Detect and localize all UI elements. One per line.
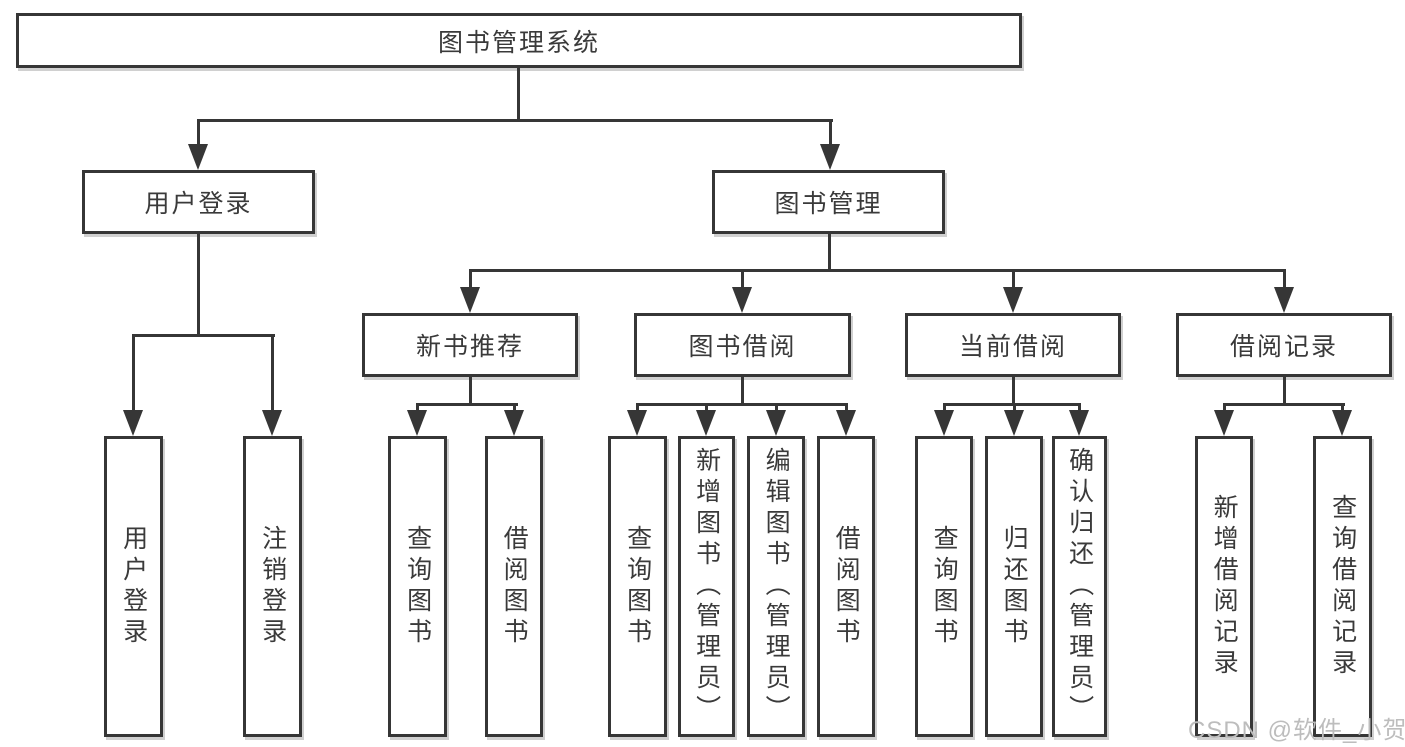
leaf-label: 归还图书	[1000, 524, 1029, 649]
edge-line	[469, 376, 472, 406]
edge-line	[828, 234, 831, 272]
leaf-query-books-borrow: 查询图书	[608, 436, 667, 737]
node-user-login: 用户登录	[82, 170, 315, 234]
edge-line	[469, 269, 472, 295]
edge-line	[636, 403, 639, 415]
arrowhead-icon	[188, 144, 208, 170]
node-borrow-records: 借阅记录	[1176, 313, 1392, 377]
node-label: 新书推荐	[415, 333, 524, 361]
watermark-text: CSDN @软件_小贺同学	[1188, 717, 1405, 744]
node-label: 图书借阅	[688, 333, 797, 361]
arrowhead-icon	[407, 410, 427, 436]
leaf-query-borrow-record: 查询借阅记录	[1313, 436, 1372, 737]
edge-line	[513, 403, 516, 415]
node-book-management: 图书管理	[712, 170, 945, 234]
arrowhead-icon	[1214, 410, 1234, 436]
node-label: 用户登录	[144, 190, 253, 218]
arrowhead-icon	[262, 410, 282, 436]
edge-line	[1223, 403, 1226, 415]
arrowhead-icon	[820, 144, 840, 170]
leaf-label: 用户登录	[119, 524, 148, 649]
arrowhead-icon	[627, 410, 647, 436]
leaf-label: 新增借阅记录	[1210, 493, 1239, 680]
arrowhead-icon	[460, 287, 480, 313]
leaf-query-books-recommend: 查询图书	[388, 436, 447, 737]
node-label: 图书管理	[774, 190, 883, 218]
leaf-label: 查询图书	[403, 524, 432, 649]
edge-line	[132, 334, 135, 412]
arrowhead-icon	[1069, 410, 1089, 436]
edge-line	[741, 269, 744, 295]
edge-line	[469, 269, 1286, 272]
edge-line	[1013, 403, 1016, 415]
leaf-add-book-admin: 新增图书（管理员）	[678, 436, 735, 737]
leaf-label: 查询图书	[623, 524, 652, 649]
edge-line	[1283, 269, 1286, 295]
leaf-logout: 注销登录	[243, 436, 302, 737]
arrowhead-icon	[766, 410, 786, 436]
edge-line	[1078, 403, 1081, 415]
edge-line	[1223, 403, 1345, 406]
node-new-book-recommend: 新书推荐	[362, 313, 578, 377]
arrowhead-icon	[1004, 410, 1024, 436]
edge-line	[1283, 376, 1286, 406]
leaf-confirm-return-admin: 确认归还（管理员）	[1052, 436, 1107, 737]
leaf-label: 编辑图书（管理员）	[762, 447, 791, 726]
edge-line	[636, 403, 848, 406]
edge-line	[1012, 376, 1015, 406]
leaf-label: 确认归还（管理员）	[1065, 447, 1094, 726]
node-label: 借阅记录	[1229, 333, 1338, 361]
node-book-borrow: 图书借阅	[634, 313, 851, 377]
node-label: 图书管理系统	[437, 28, 600, 57]
edge-line	[197, 119, 200, 149]
leaf-label: 查询借阅记录	[1328, 493, 1357, 680]
arrowhead-icon	[1332, 410, 1352, 436]
leaf-label: 查询图书	[930, 524, 959, 649]
edge-line	[1012, 269, 1015, 295]
edge-line	[775, 403, 778, 415]
leaf-edit-book-admin: 编辑图书（管理员）	[747, 436, 805, 737]
edge-line	[741, 376, 744, 406]
edge-line	[271, 334, 274, 412]
edge-line	[197, 234, 200, 337]
node-current-borrow: 当前借阅	[905, 313, 1121, 377]
leaf-label: 借阅图书	[832, 524, 861, 649]
arrowhead-icon	[1003, 287, 1023, 313]
leaf-label: 注销登录	[258, 524, 287, 649]
arrowhead-icon	[836, 410, 856, 436]
arrowhead-icon	[504, 410, 524, 436]
leaf-query-books-current: 查询图书	[915, 436, 973, 737]
edge-line	[943, 403, 1081, 406]
node-label: 当前借阅	[958, 333, 1067, 361]
leaf-label: 新增图书（管理员）	[692, 447, 721, 726]
leaf-label: 借阅图书	[500, 524, 529, 649]
edge-line	[845, 403, 848, 415]
leaf-add-borrow-record: 新增借阅记录	[1195, 436, 1253, 737]
edge-line	[416, 403, 518, 406]
leaf-borrow-books-recommend: 借阅图书	[485, 436, 543, 737]
arrowhead-icon	[934, 410, 954, 436]
arrowhead-icon	[123, 410, 143, 436]
edge-line	[943, 403, 946, 415]
leaf-return-book: 归还图书	[985, 436, 1043, 737]
arrowhead-icon	[732, 287, 752, 313]
arrowhead-icon	[1274, 287, 1294, 313]
edge-line	[1341, 403, 1344, 415]
node-library-management-system: 图书管理系统	[16, 13, 1022, 68]
edge-line	[829, 119, 832, 149]
edge-line	[197, 119, 833, 122]
edge-line	[132, 334, 275, 337]
leaf-borrow-books-borrow: 借阅图书	[817, 436, 875, 737]
edge-line	[416, 403, 419, 415]
edge-line	[705, 403, 708, 415]
arrowhead-icon	[696, 410, 716, 436]
leaf-user-login: 用户登录	[104, 436, 163, 737]
edge-line	[517, 67, 520, 121]
